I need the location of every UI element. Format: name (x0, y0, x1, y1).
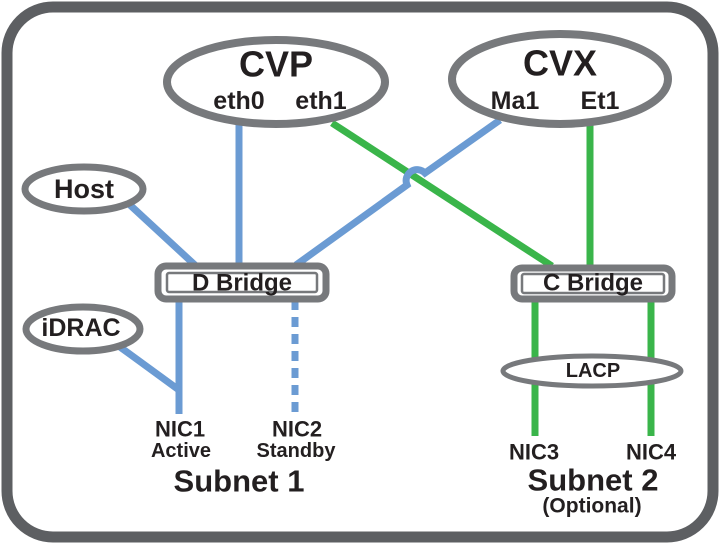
subnet-labels: Subnet 1 Subnet 2 (Optional) (174, 463, 659, 518)
cvp-port-eth0: eth0 (213, 87, 264, 115)
node-c-bridge: C Bridge (510, 264, 676, 303)
cvp-label: CVP (239, 44, 313, 85)
cvp-ellipse (163, 36, 389, 128)
cvx-ellipse (448, 30, 672, 128)
cvp-port-eth1: eth1 (295, 87, 347, 115)
nic2-state: Standby (257, 440, 337, 462)
lacp-label: LACP (566, 360, 620, 382)
link-eth1-cbridge (330, 120, 554, 269)
link-host-dbridge (127, 202, 199, 269)
idrac-label: iDRAC (41, 314, 120, 342)
cvx-port-ma1: Ma1 (491, 87, 540, 115)
c-bridge-inner-box (520, 272, 666, 295)
nic1-label: NIC1 (155, 417, 205, 442)
d-bridge-label: D Bridge (192, 270, 292, 297)
node-lacp: LACP (500, 353, 684, 389)
nic-labels: NIC1 Active NIC2 Standby NIC3 NIC4 (151, 417, 677, 465)
nic1-state: Active (151, 440, 211, 462)
subnet2-label: Subnet 2 (528, 463, 659, 498)
nic2-label: NIC2 (272, 417, 322, 442)
node-d-bridge: D Bridge (154, 262, 330, 303)
idrac-ellipse (22, 303, 144, 355)
nic3-label: NIC3 (509, 440, 559, 465)
subnet1-label: Subnet 1 (174, 464, 305, 499)
host-label: Host (54, 174, 114, 204)
lacp-oval (500, 353, 684, 389)
cvx-label: CVX (523, 43, 597, 84)
host-ellipse (21, 163, 147, 215)
link-ma1-dbridge (293, 117, 503, 268)
nic4-label: NIC4 (626, 440, 677, 465)
d-bridge-inner-box (165, 271, 319, 294)
node-idrac: iDRAC (22, 303, 144, 355)
links (117, 117, 655, 436)
node-host: Host (21, 163, 147, 215)
cvx-port-et1: Et1 (581, 87, 620, 115)
link-idrac-nic1 (117, 344, 182, 393)
c-bridge-label: C Bridge (543, 270, 643, 297)
subnet2-note: (Optional) (542, 495, 641, 518)
node-cvx: CVX Ma1 Et1 (448, 30, 672, 128)
node-cvp: CVP eth0 eth1 (163, 36, 389, 128)
c-bridge-box (510, 264, 676, 303)
